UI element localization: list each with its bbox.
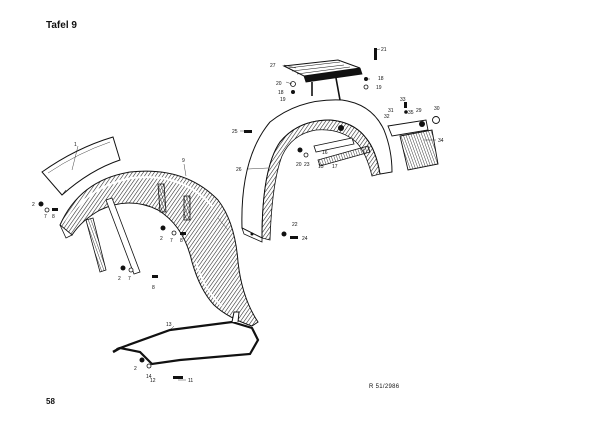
callout-13: 13	[166, 322, 172, 328]
rear-fender-stays	[313, 125, 371, 167]
callout-14: 14	[146, 374, 152, 380]
callout-labels: 1 9 2 7 8 2 7 8 2 7 8 13 2 14 12 11 21 2…	[32, 47, 444, 384]
rear-fasteners	[244, 77, 369, 239]
callout-18-left: 18	[278, 90, 284, 96]
callout-7-front-mid: 7	[170, 238, 173, 244]
rear-lamp-bracket	[387, 102, 440, 171]
callout-11: 11	[188, 378, 193, 384]
callout-17: 17	[332, 164, 338, 170]
callout-2-bracket: 2	[134, 366, 137, 372]
callout-2-front-mid: 2	[160, 236, 163, 242]
callout-33: 33	[400, 97, 406, 103]
plate-title: Tafel 9	[46, 20, 77, 31]
callout-21: 21	[381, 47, 387, 53]
callout-26: 26	[236, 167, 242, 173]
callout-22: 22	[292, 222, 298, 228]
rear-fender	[241, 99, 393, 243]
callout-8-front-low: 8	[152, 285, 155, 291]
callout-29: 29	[416, 108, 422, 114]
callout-12: 12	[150, 378, 156, 384]
callout-8-front-left: 8	[52, 214, 55, 220]
front-fasteners	[38, 201, 186, 379]
callout-9: 9	[182, 158, 185, 164]
luggage-rack	[282, 48, 377, 123]
callout-20-left: 20	[276, 81, 282, 87]
callout-8-front-mid: 8	[180, 238, 183, 244]
callout-30: 30	[434, 106, 440, 112]
callout-24: 24	[302, 236, 308, 242]
callout-16: 16	[322, 150, 328, 156]
front-lower-bracket	[112, 311, 260, 366]
callout-32: 32	[384, 114, 390, 120]
callout-15: 15	[318, 164, 324, 170]
callout-leaders	[71, 48, 436, 381]
callout-2-front-low: 2	[118, 276, 121, 282]
drawing-reference: R 51/2986	[369, 384, 400, 390]
front-fender-stays	[85, 183, 191, 275]
callout-2-front-left: 2	[32, 202, 35, 208]
callout-34: 34	[438, 138, 444, 144]
callout-31: 31	[388, 108, 394, 114]
front-mudflap-part	[41, 136, 121, 196]
callout-7-front-low: 7	[128, 276, 131, 282]
callout-35: 35	[408, 110, 414, 116]
callout-7-front-left: 7	[44, 214, 47, 220]
callout-1: 1	[74, 142, 77, 148]
callout-18-right: 18	[378, 76, 384, 82]
page-number: 58	[46, 397, 55, 406]
callout-27: 27	[270, 63, 276, 69]
callout-23: 23	[304, 162, 310, 168]
callout-19-right: 19	[376, 85, 382, 91]
callout-25: 25	[232, 129, 238, 135]
front-fender	[59, 170, 259, 327]
callout-20-rear: 20	[296, 162, 302, 168]
callout-19-left: 19	[280, 97, 286, 103]
